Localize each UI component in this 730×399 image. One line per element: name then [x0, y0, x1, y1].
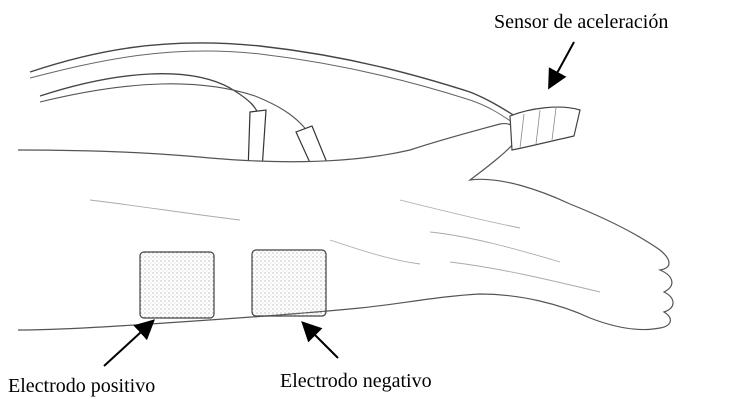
arrow-electrode-positive	[104, 322, 152, 366]
sensor-cable-inner	[30, 51, 512, 122]
label-electrode-negative: Electrodo negativo	[280, 371, 432, 391]
arrow-electrode-negative	[304, 324, 338, 358]
arm-outline	[18, 124, 673, 330]
label-electrode-positive: Electrodo positivo	[8, 376, 155, 396]
electrode-positive-patch	[140, 252, 214, 318]
electrode-cable-negative	[40, 84, 312, 138]
label-acceleration-sensor: Sensor de aceleración	[494, 12, 668, 32]
acceleration-sensor	[510, 107, 580, 150]
electrode-negative-patch	[252, 250, 326, 316]
arrow-sensor	[550, 42, 574, 86]
electrode-cable-positive	[40, 74, 260, 120]
